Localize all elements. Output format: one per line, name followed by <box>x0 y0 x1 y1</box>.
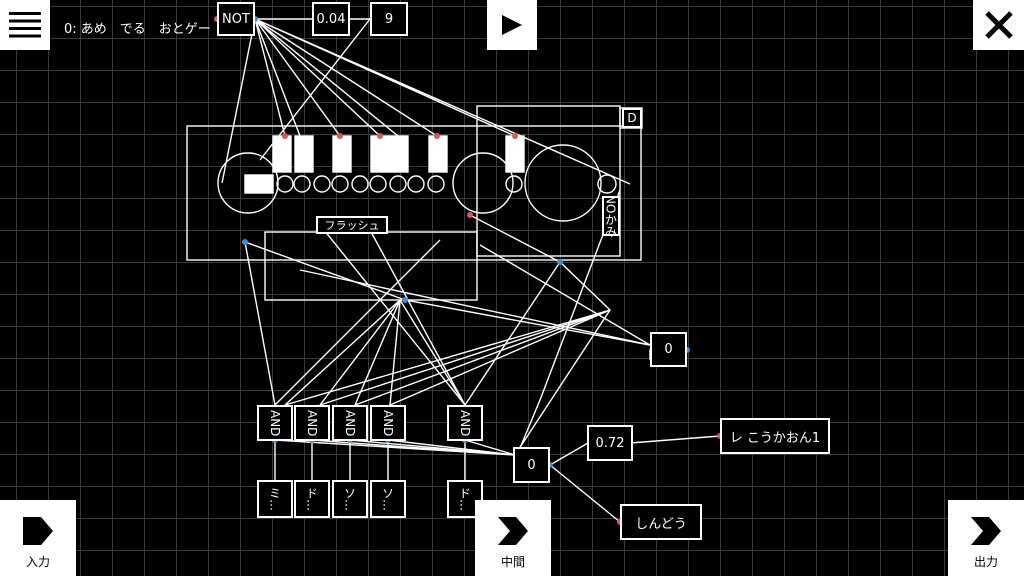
output-tab-label: 出力 <box>973 555 998 569</box>
label-d-node[interactable]: D <box>622 108 642 128</box>
stage-title: 0: あめ でる おとゲー <box>64 22 211 37</box>
sound-effect-output[interactable]: レ こうかおん1 <box>720 418 830 454</box>
value-node-9[interactable]: 9 <box>370 2 408 36</box>
vibration-output[interactable]: しんどう <box>620 504 702 540</box>
and-gate-5[interactable]: AND <box>447 405 483 441</box>
chevron-flag-icon <box>971 517 1001 545</box>
note-output-4[interactable]: ソ… <box>370 480 406 518</box>
note-output-3[interactable]: ソ… <box>332 480 368 518</box>
note-output-2[interactable]: ド… <box>294 480 330 518</box>
counter-node-mid[interactable]: 0 <box>513 447 550 483</box>
not-gate-node[interactable]: NOT <box>217 2 255 36</box>
hamburger-menu-icon <box>9 12 41 38</box>
menu-button[interactable] <box>0 0 50 50</box>
and-gate-2[interactable]: AND <box>294 405 330 441</box>
chevron-flag-icon <box>498 517 528 545</box>
input-tab-label: 入力 <box>25 555 50 569</box>
value-node-072[interactable]: 0.72 <box>587 425 633 461</box>
middle-tab-label: 中間 <box>500 555 525 569</box>
middle-tab-button[interactable]: 中間 <box>475 500 551 576</box>
vertical-label-node[interactable]: NOかみ <box>602 195 620 237</box>
play-button[interactable] <box>487 0 537 50</box>
input-tab-button[interactable]: 入力 <box>0 500 76 576</box>
output-tab-button[interactable]: 出力 <box>948 500 1024 576</box>
and-gate-4[interactable]: AND <box>370 405 406 441</box>
flash-node[interactable]: フラッシュ <box>316 216 388 234</box>
play-icon <box>502 15 522 35</box>
close-x-icon <box>984 11 1013 39</box>
and-gate-1[interactable]: AND <box>257 405 293 441</box>
close-button[interactable] <box>973 0 1024 50</box>
note-output-1[interactable]: ミ… <box>257 480 293 518</box>
and-gate-3[interactable]: AND <box>332 405 368 441</box>
chevron-flag-icon <box>23 517 53 545</box>
counter-node-right[interactable]: 0 <box>650 332 687 367</box>
value-node-004[interactable]: 0.04 <box>312 2 350 36</box>
